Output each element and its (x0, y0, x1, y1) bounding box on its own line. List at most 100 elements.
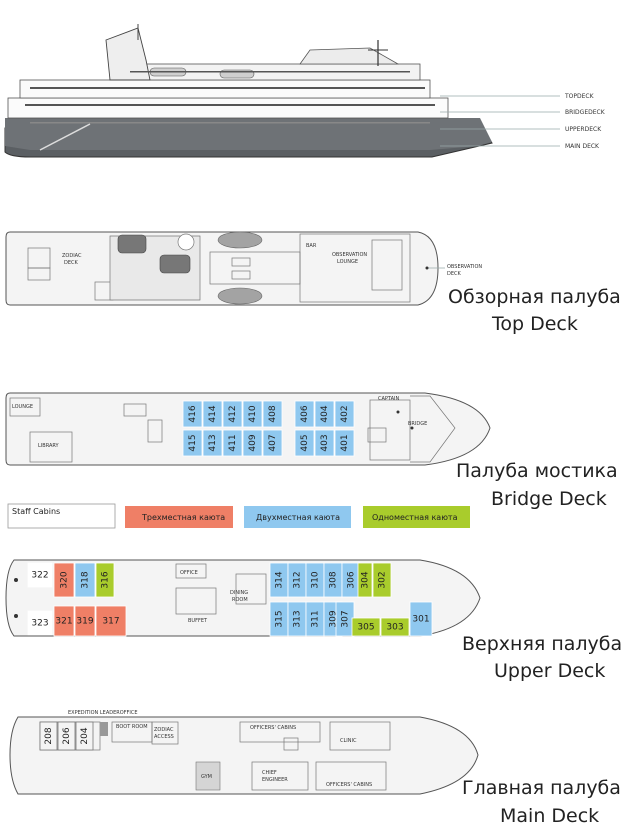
cabin-304: 304 (357, 562, 373, 598)
cabin-317-label: 317 (102, 617, 119, 627)
cabin-412: 412 (222, 400, 243, 428)
cabin-408: 408 (262, 400, 283, 428)
upper-office-label: OFFICE (180, 570, 198, 576)
cabin-321-label: 321 (55, 617, 72, 627)
label-upperdeck: UPPERDECK (565, 126, 602, 133)
cabin-323-label: 323 (31, 619, 48, 629)
cabin-413-label: 413 (208, 434, 218, 451)
cabin-416-label: 416 (188, 405, 198, 422)
cabin-322-label: 322 (31, 571, 48, 581)
cabin-301: 301 (409, 601, 433, 637)
cabin-403: 403 (314, 429, 335, 457)
main-officers-label: OFFICERS' CABINS (250, 725, 296, 731)
cabin-305-label: 305 (357, 623, 374, 633)
cabin-406-label: 406 (300, 405, 310, 422)
top-obs-lounge-2: LOUNGE (337, 259, 358, 265)
top-deck-title-en: Top Deck (491, 313, 578, 335)
main-zodiac-1: ZODIAC (154, 727, 174, 733)
cabin-305: 305 (351, 617, 381, 637)
cabin-407-label: 407 (268, 434, 278, 451)
cabin-405-label: 405 (300, 434, 310, 451)
legend-triple-label: Трехместная каюта (141, 513, 225, 522)
upper-buffet-label: BUFFET (188, 618, 208, 624)
cabin-411: 411 (222, 429, 243, 457)
bridge-deck-title-ru: Палуба мостика (456, 460, 618, 482)
ship-profile (4, 24, 560, 158)
cabin-314-label: 314 (275, 571, 285, 588)
cabin-415: 415 (182, 429, 203, 457)
cabin-321: 321 (53, 605, 75, 637)
cabin-206: 206 (57, 721, 76, 751)
bridge-deck-plan (5, 392, 491, 466)
bridge-cabins: 416 414 412 410 408 406 404 402 415 413 411 409 407 4… (182, 400, 355, 457)
cabin-407: 407 (262, 429, 283, 457)
cabin-320: 320 (53, 562, 75, 598)
cabin-208-label: 208 (44, 727, 54, 744)
upper-deck-title-en: Upper Deck (494, 660, 605, 682)
cabin-312: 312 (287, 562, 307, 598)
upper-dining-2: ROOM (232, 597, 248, 603)
cabin-414: 414 (202, 400, 223, 428)
cabin-315: 315 (269, 601, 289, 637)
cabin-312-label: 312 (293, 571, 303, 588)
cabin-313: 313 (287, 601, 307, 637)
bridge-deck-title-en: Bridge Deck (491, 488, 607, 510)
main-boot-room-label: BOOT ROOM (116, 724, 148, 730)
cabin-404-label: 404 (320, 405, 330, 422)
legend (7, 503, 470, 529)
legend-single-label: Одноместная каюта (372, 513, 458, 522)
cabin-307: 307 (335, 601, 355, 637)
cabin-308: 308 (323, 562, 343, 598)
cabin-412-label: 412 (228, 405, 238, 422)
cabin-409-label: 409 (248, 434, 258, 451)
top-deck-label: DECK (64, 260, 79, 266)
cabin-320-label: 320 (60, 571, 70, 588)
cabin-323: 323 (27, 610, 53, 636)
cabin-204: 204 (75, 721, 94, 751)
cabin-416: 416 (182, 400, 203, 428)
cabin-309-label: 309 (329, 610, 339, 627)
top-obs-lounge-1: OBSERVATION (332, 252, 367, 258)
cabin-410: 410 (242, 400, 263, 428)
cabin-319-label: 319 (76, 617, 93, 627)
main-gym-label: GYM (201, 774, 212, 780)
label-topdeck: TOPDECK (564, 93, 595, 100)
main-deck-plan (9, 716, 479, 795)
top-bar-label: BAR (306, 243, 317, 249)
cabin-306: 306 (341, 562, 361, 598)
main-chief-1: CHIEF (262, 770, 277, 776)
cabin-415-label: 415 (188, 434, 198, 451)
legend-single-swatch (363, 506, 470, 528)
cabin-302-label: 302 (378, 571, 388, 588)
cabin-402: 402 (334, 400, 355, 428)
main-officers2-label: OFFICERS' CABINS (326, 782, 372, 788)
main-chief-2: ENGINEER (262, 777, 288, 783)
cabin-414-label: 414 (208, 405, 218, 422)
bridge-bridge-label: BRIDGE (408, 421, 427, 427)
cabin-404: 404 (314, 400, 335, 428)
cabin-318: 318 (74, 562, 96, 598)
bridge-library-label: LIBRARY (38, 443, 60, 449)
cabin-304-label: 304 (361, 571, 371, 588)
cabin-301-label: 301 (412, 615, 429, 625)
cabin-204-label: 204 (80, 727, 90, 744)
top-obs-deck-2: DECK (447, 271, 462, 277)
upper-deck-title-ru: Верхняя палуба (462, 633, 622, 655)
cabin-408-label: 408 (268, 405, 278, 422)
top-zodiac-label: ZODIAC (62, 253, 82, 259)
main-clinic-label: CLINIC (340, 738, 357, 744)
cabin-403-label: 403 (320, 434, 330, 451)
cabin-314: 314 (269, 562, 289, 598)
cabin-208: 208 (39, 721, 58, 751)
cabin-318-label: 318 (81, 571, 91, 588)
cabin-401-label: 401 (340, 434, 350, 451)
main-zodiac-2: ACCESS (154, 734, 174, 740)
cabin-405: 405 (294, 429, 315, 457)
cabin-315-label: 315 (275, 610, 285, 627)
legend-triple-swatch (125, 506, 233, 528)
cabin-311: 311 (305, 601, 325, 637)
top-obs-deck-1: OBSERVATION (447, 264, 482, 270)
cabin-322: 322 (27, 562, 53, 588)
